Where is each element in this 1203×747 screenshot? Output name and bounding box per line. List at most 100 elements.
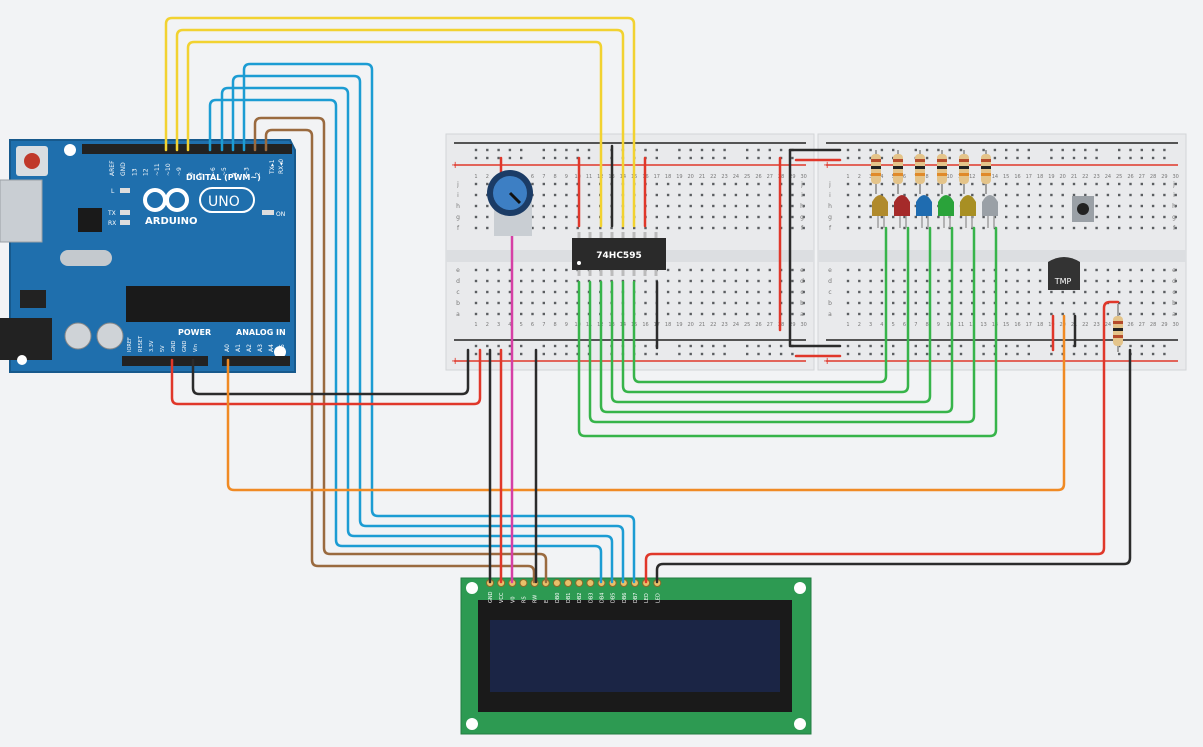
lcd-pin-label: RS xyxy=(521,596,527,603)
ic-pin xyxy=(588,232,592,238)
resistor-array[interactable] xyxy=(871,150,991,194)
lcd-pin-label: DB2 xyxy=(577,593,583,603)
row-letter: i xyxy=(1173,192,1175,199)
rail-plus-sign: + xyxy=(823,160,831,171)
lcd-pin[interactable] xyxy=(586,579,595,587)
column-number: 30 xyxy=(801,322,807,328)
shift-register-ic[interactable]: 74HC595 xyxy=(572,232,666,276)
wire-red[interactable] xyxy=(644,300,1120,584)
wire-brown[interactable] xyxy=(264,128,536,584)
lcd-pin[interactable] xyxy=(519,579,528,587)
row-letter: h xyxy=(1172,203,1176,210)
column-number: 29 xyxy=(789,174,795,180)
column-number: 7 xyxy=(542,322,545,328)
rail-plus-sign: + xyxy=(823,356,831,367)
row-letter: e xyxy=(828,267,832,274)
wire-blue[interactable] xyxy=(231,74,625,584)
resistor[interactable] xyxy=(937,150,947,194)
ic-pin xyxy=(610,270,614,276)
ic-pin xyxy=(632,270,636,276)
wire-black[interactable] xyxy=(655,348,1132,584)
ic-pin xyxy=(610,232,614,238)
pin-label: ~6 xyxy=(210,167,217,176)
wire-blue[interactable] xyxy=(220,86,614,584)
column-number: 11 xyxy=(958,322,964,328)
pin-label: GND xyxy=(182,340,188,352)
resistor[interactable] xyxy=(893,150,903,194)
wire-yellow[interactable] xyxy=(164,16,636,228)
column-number: 23 xyxy=(1093,174,1099,180)
lcd-pin[interactable] xyxy=(575,579,584,587)
pin-label: ~11 xyxy=(154,163,161,176)
row-letter: e xyxy=(800,267,804,274)
arduino-uno-board[interactable]: ARDUINO UNO DIGITAL (PWM~) POWER ANALOG … xyxy=(0,139,296,373)
resistor[interactable] xyxy=(959,150,969,194)
led[interactable] xyxy=(982,195,998,228)
wires xyxy=(164,16,1132,584)
wire-red[interactable] xyxy=(170,348,482,406)
resistor[interactable] xyxy=(915,150,925,194)
wire-green[interactable] xyxy=(621,226,910,394)
pin-label: A3 xyxy=(257,344,264,352)
column-number: 8 xyxy=(554,174,557,180)
wire-green[interactable] xyxy=(610,226,932,404)
column-number: 1 xyxy=(846,174,849,180)
arduino-logo xyxy=(143,187,255,213)
led-array[interactable] xyxy=(872,195,998,228)
column-number: 29 xyxy=(789,322,795,328)
wire-green[interactable] xyxy=(599,226,954,414)
push-button[interactable] xyxy=(1072,196,1094,222)
row-letter: c xyxy=(828,289,831,296)
row-letter: b xyxy=(828,300,832,307)
column-number: 22 xyxy=(1082,322,1088,328)
lcd-pin[interactable] xyxy=(564,579,573,587)
lcd-pin[interactable] xyxy=(552,579,561,587)
column-number: 20 xyxy=(688,174,694,180)
column-number: 25 xyxy=(744,322,750,328)
wire-brown[interactable] xyxy=(253,116,548,584)
row-letter: c xyxy=(800,289,803,296)
lcd-pin-label: LED xyxy=(655,593,661,603)
column-number: 20 xyxy=(1060,174,1066,180)
column-number: 19 xyxy=(1048,174,1054,180)
wire-blue[interactable] xyxy=(242,62,636,584)
breadboard-holes xyxy=(474,148,805,356)
wire-black[interactable] xyxy=(191,348,470,396)
wire-orange[interactable] xyxy=(226,314,1066,492)
led[interactable] xyxy=(894,195,910,228)
wire-blue[interactable] xyxy=(208,98,603,584)
column-number: 18 xyxy=(1037,174,1043,180)
ic-pin xyxy=(588,270,592,276)
column-number: 2 xyxy=(486,174,489,180)
led[interactable] xyxy=(916,195,932,228)
column-number: 24 xyxy=(1105,322,1111,328)
column-number: 18 xyxy=(1037,322,1043,328)
potentiometer[interactable] xyxy=(487,170,533,236)
row-letter: a xyxy=(456,311,460,318)
resistor[interactable] xyxy=(981,150,991,194)
led[interactable] xyxy=(872,195,888,228)
column-number: 18 xyxy=(665,322,671,328)
pin-label: IOREF xyxy=(127,337,133,352)
wire-green[interactable] xyxy=(632,226,888,384)
wire-black[interactable] xyxy=(788,148,842,348)
row-letter: d xyxy=(800,278,804,285)
wire-green[interactable] xyxy=(577,226,998,438)
row-letter: i xyxy=(457,192,459,199)
ic-pin xyxy=(599,270,603,276)
column-number: 3 xyxy=(869,174,872,180)
led[interactable] xyxy=(938,195,954,228)
temperature-sensor[interactable]: TMP xyxy=(1048,257,1080,290)
row-letter: d xyxy=(1172,278,1176,285)
resistor-vertical[interactable] xyxy=(1113,304,1123,352)
wire-yellow[interactable] xyxy=(175,28,625,228)
wire-yellow[interactable] xyxy=(186,40,603,228)
ic-pin xyxy=(643,270,647,276)
led[interactable] xyxy=(960,195,976,228)
wire-green[interactable] xyxy=(588,226,976,424)
resistor[interactable] xyxy=(871,150,881,194)
column-number: 20 xyxy=(688,322,694,328)
